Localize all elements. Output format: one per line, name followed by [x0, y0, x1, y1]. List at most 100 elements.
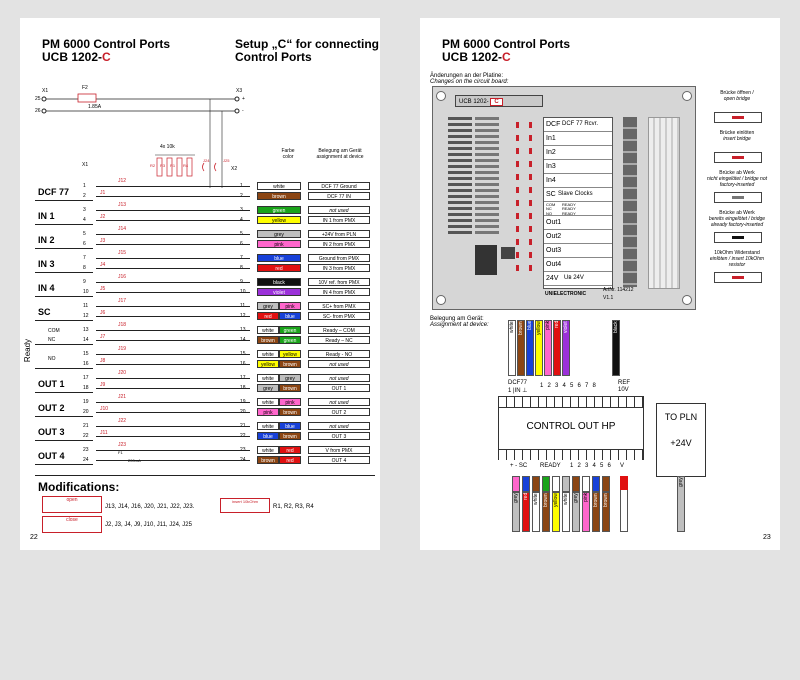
left-title-line1: PM 6000 Control Ports	[42, 37, 171, 51]
legend-mark	[732, 116, 744, 119]
row-divider	[35, 224, 93, 225]
jumper-area	[511, 112, 543, 282]
wire-color-2: blue	[279, 312, 301, 320]
device-assignment: IN 2 from PMX	[308, 240, 370, 248]
wire-color-2: pink	[279, 398, 301, 406]
power-schematic	[41, 93, 240, 188]
ready-nc: NC	[546, 206, 552, 212]
trace	[96, 282, 250, 283]
jumper-label: J4	[100, 262, 106, 268]
board-row-label: Out4	[546, 261, 562, 268]
left-header	[448, 117, 472, 237]
device-assignment: OUT 2	[308, 408, 370, 416]
left-title-suffix: C	[102, 50, 111, 64]
close-symbol: close	[42, 516, 102, 533]
bottom-wire: red	[522, 492, 530, 532]
left-title-model: UCB 1202-	[42, 50, 103, 64]
wire-color-2: brown	[279, 408, 301, 416]
device-assignment: not used	[308, 374, 370, 382]
changes-de: Änderungen an der Platine:	[430, 73, 504, 79]
terminal-block	[623, 117, 637, 287]
row-name: IN 4	[38, 283, 55, 293]
x3-label: X3	[236, 88, 243, 94]
right-title: PM 6000 Control Ports UCB 1202-C	[442, 38, 570, 64]
trace	[96, 234, 250, 235]
top-wire: pink	[544, 320, 552, 376]
legend-de: Brücke ab Werk	[719, 170, 755, 176]
top-wire: blue	[526, 320, 534, 376]
row-divider	[35, 272, 93, 273]
top-label-ref: REF	[618, 380, 630, 386]
jumper-label: J16	[118, 274, 127, 280]
plus-label: +	[242, 96, 245, 102]
device-assignment: not used	[308, 360, 370, 368]
wire-color-2: red	[279, 446, 301, 454]
wire-color-2: brown	[279, 432, 301, 440]
pin-left: 5	[83, 231, 86, 237]
row-sub: COM	[48, 328, 60, 334]
top-label-dcf: DCF77	[508, 380, 528, 386]
x2-label: X2	[231, 166, 238, 172]
left-page: PM 6000 Control Ports UCB 1202-C Setup „…	[20, 18, 380, 550]
board-row-label: 24V	[546, 275, 559, 282]
top-wire-black: black	[612, 320, 620, 376]
legend-en: insert bridge	[723, 136, 751, 142]
board-c: C	[490, 98, 503, 106]
pin-left: 22	[83, 433, 89, 439]
assign-caption: Belegung am Gerät: Assignment at device:	[430, 316, 489, 328]
to-pln-label: TO PLN	[664, 412, 698, 422]
bottom-wire-tip	[602, 476, 610, 492]
row-divider	[35, 200, 93, 201]
row-sub2: NC	[48, 337, 56, 343]
bottom-wire: brown	[592, 492, 600, 532]
mods-title: Modifications:	[38, 480, 120, 494]
trace	[96, 220, 250, 221]
board-row: SC	[544, 188, 612, 202]
wire-color: yellow	[257, 360, 279, 368]
row-divider	[35, 392, 93, 393]
wire-color-2: green	[279, 326, 301, 334]
pin-left: 7	[83, 255, 86, 261]
assign-col-de: Belegung am Gerät	[318, 148, 362, 154]
version-label: V1.1	[603, 295, 614, 301]
wire-color-2: green	[279, 336, 301, 344]
jumper-column-1	[516, 122, 519, 272]
jumper-label: J9	[100, 382, 106, 388]
ready-word: READY	[562, 202, 576, 207]
row-name: DCF 77	[38, 187, 70, 197]
device-assignment: SC+ from PMX	[308, 302, 370, 310]
legend-de: 10kOhm Widerstand	[714, 250, 760, 256]
device-assignment: SC- from PMX	[308, 312, 370, 320]
j25-label: J25	[223, 158, 230, 163]
bottom-label-ready: READY	[540, 463, 561, 469]
ready-group-label: Ready	[23, 338, 33, 363]
top-pin-number: 6	[577, 383, 581, 389]
dcf-rcvr-label: DCF 77 Rcvr.	[562, 121, 599, 127]
left-title-line2: UCB 1202-C	[42, 51, 170, 64]
device-assignment: OUT 1	[308, 384, 370, 392]
pin-left: 8	[83, 265, 86, 271]
open-symbol: open	[42, 496, 102, 513]
top-label-10v: 10V	[618, 387, 629, 393]
pin-left: 11	[83, 303, 89, 309]
board-row-label: Out1	[546, 219, 562, 226]
legend-symbol	[714, 232, 762, 243]
device-assignment: IN 1 from PMX	[308, 216, 370, 224]
bottom-wire: grey	[572, 492, 580, 532]
board-row: 24V	[544, 272, 612, 286]
trace	[96, 258, 250, 259]
legend-de: Brücke ab Werk	[719, 210, 755, 216]
right-title-suffix: C	[502, 50, 511, 64]
wire-color: brown	[257, 336, 279, 344]
mods-divider	[35, 475, 375, 476]
device-assignment: DCF 77 IN	[308, 192, 370, 200]
jumper-label: J13	[118, 202, 127, 208]
device-assignment: not used	[308, 206, 370, 214]
wire-color: white	[257, 182, 301, 190]
board-row: In2	[544, 146, 612, 160]
wire-color: grey	[257, 384, 279, 392]
trace	[96, 268, 250, 269]
setup-line2: Control Ports	[235, 50, 312, 64]
pin-left: 14	[83, 337, 89, 343]
top-wire: white	[508, 320, 516, 376]
